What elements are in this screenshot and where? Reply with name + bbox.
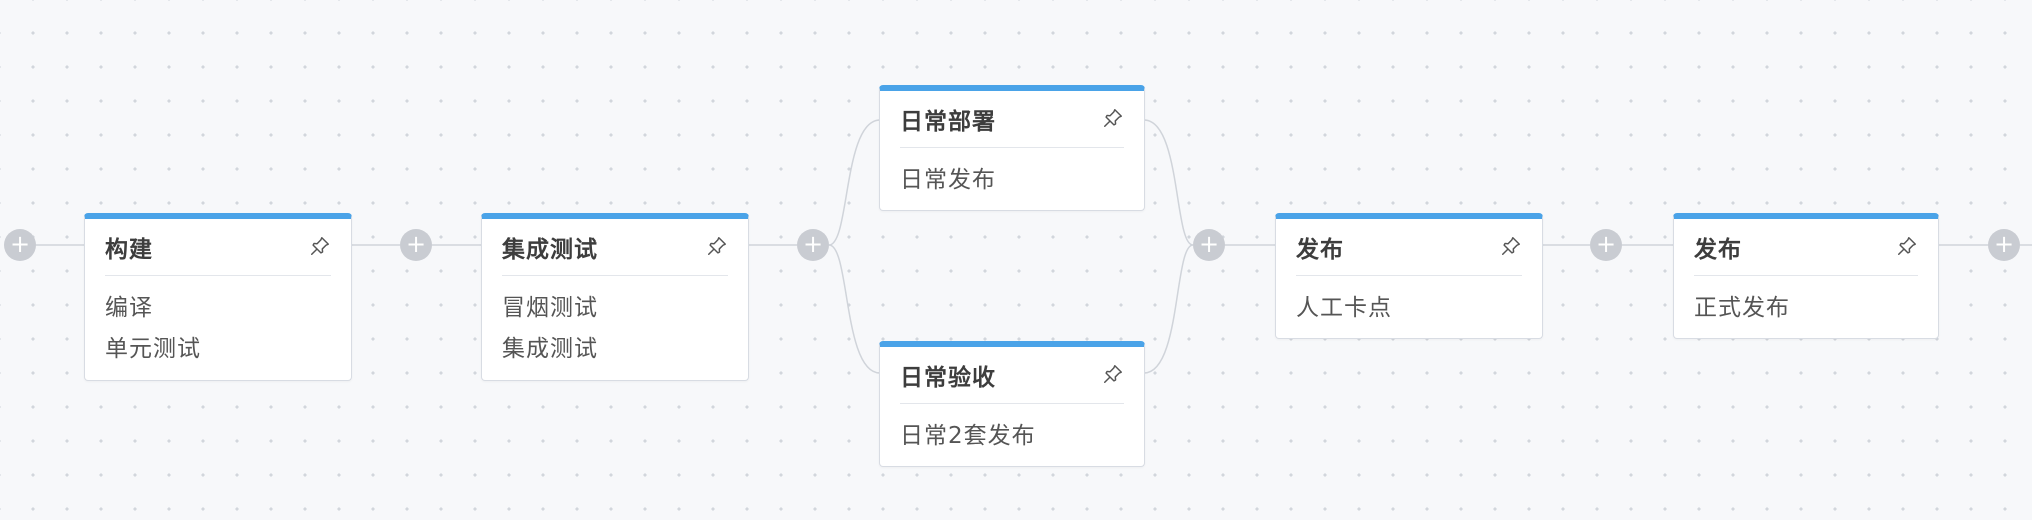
- stage-header: 发布: [1694, 219, 1918, 276]
- stage-card-release-gate[interactable]: 发布 人工卡点: [1275, 213, 1543, 339]
- stage-title: 发布: [1694, 237, 1742, 263]
- stage-title: 构建: [105, 237, 153, 263]
- stage-card-daily-deploy[interactable]: 日常部署 日常发布: [879, 85, 1145, 211]
- add-stage-button[interactable]: +: [4, 229, 36, 261]
- plus-icon: +: [405, 230, 427, 258]
- stage-title: 集成测试: [502, 237, 598, 263]
- stage-title: 日常部署: [900, 109, 996, 135]
- stage-title: 发布: [1296, 237, 1344, 263]
- stage-body: 正式发布: [1674, 276, 1938, 329]
- add-stage-button[interactable]: +: [797, 229, 829, 261]
- stage-body: 日常2套发布: [880, 404, 1144, 457]
- stage-header: 构建: [105, 219, 331, 276]
- add-stage-button[interactable]: +: [1988, 229, 2020, 261]
- stage-header: 集成测试: [502, 219, 728, 276]
- plus-icon: +: [802, 230, 824, 258]
- stage-body: 日常发布: [880, 148, 1144, 201]
- connector-line: [1143, 244, 1194, 374]
- stage-body: 冒烟测试 集成测试: [482, 276, 748, 370]
- job-item[interactable]: 编译: [105, 295, 153, 321]
- stage-header: 日常部署: [900, 91, 1124, 148]
- pin-icon[interactable]: [1896, 235, 1918, 257]
- job-item[interactable]: 集成测试: [502, 336, 598, 362]
- stage-title: 日常验收: [900, 365, 996, 391]
- pin-icon[interactable]: [1500, 235, 1522, 257]
- stage-header: 发布: [1296, 219, 1522, 276]
- stage-card-integration-test[interactable]: 集成测试 冒烟测试 集成测试: [481, 213, 749, 381]
- stage-card-daily-acceptance[interactable]: 日常验收 日常2套发布: [879, 341, 1145, 467]
- job-item[interactable]: 正式发布: [1694, 295, 1790, 321]
- add-stage-button[interactable]: +: [1590, 229, 1622, 261]
- plus-icon: +: [1993, 230, 2015, 258]
- add-stage-button[interactable]: +: [1193, 229, 1225, 261]
- plus-icon: +: [9, 230, 31, 258]
- pin-icon[interactable]: [1102, 107, 1124, 129]
- connector-line: [1143, 119, 1194, 246]
- plus-icon: +: [1595, 230, 1617, 258]
- job-item[interactable]: 日常2套发布: [900, 423, 1036, 449]
- stage-card-build[interactable]: 构建 编译 单元测试: [84, 213, 352, 381]
- add-stage-button[interactable]: +: [400, 229, 432, 261]
- job-item[interactable]: 冒烟测试: [502, 295, 598, 321]
- stage-body: 人工卡点: [1276, 276, 1542, 329]
- connector-line: [828, 244, 881, 374]
- connector-line: [828, 119, 881, 246]
- job-item[interactable]: 单元测试: [105, 336, 201, 362]
- job-item[interactable]: 人工卡点: [1296, 295, 1392, 321]
- pin-icon[interactable]: [1102, 363, 1124, 385]
- pin-icon[interactable]: [706, 235, 728, 257]
- stage-body: 编译 单元测试: [85, 276, 351, 370]
- plus-icon: +: [1198, 230, 1220, 258]
- job-item[interactable]: 日常发布: [900, 167, 996, 193]
- stage-card-release-final[interactable]: 发布 正式发布: [1673, 213, 1939, 339]
- stage-header: 日常验收: [900, 347, 1124, 404]
- pin-icon[interactable]: [309, 235, 331, 257]
